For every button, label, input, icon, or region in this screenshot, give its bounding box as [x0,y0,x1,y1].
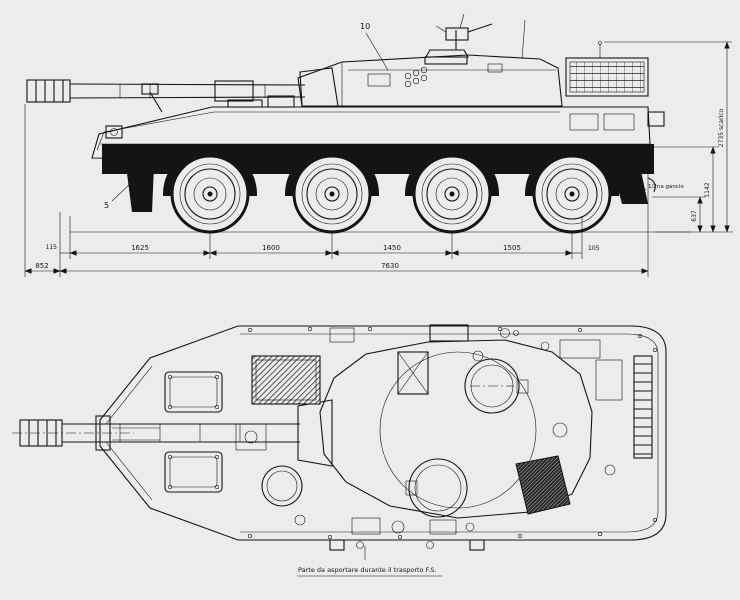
hull-plan-outline [99,325,667,541]
dim-1505: 1505 [503,244,521,252]
dim-852: 852 [35,262,48,270]
sight-housing [397,351,429,395]
rear-fittings [515,355,653,515]
driver-hatch [261,465,303,507]
exhaust [647,111,665,127]
wheels [170,154,612,234]
dim-105: 105 [588,245,600,252]
stowage-basket-plan [633,355,653,459]
gunner-hatch [405,458,468,518]
gun-barrel-plan [19,419,300,447]
wheel-2 [292,154,372,234]
engine-grille [251,355,321,405]
gun-barrel-side [26,79,306,103]
dim-637: 637 [691,210,698,222]
bottom-edge-fittings [294,514,485,551]
plan-view: Parte da asportare durante il trasporto … [12,324,667,577]
dim-7630: 7630 [381,262,399,270]
side-elevation-view: 10 5 [26,13,690,234]
turret-side [297,13,649,107]
turret-plan [297,339,593,519]
driver-periscope [227,99,263,108]
wheel-1 [170,154,250,234]
dim-1142: 1142 [704,182,711,197]
tow-hook [647,177,656,193]
top-edge-fittings [329,324,601,359]
stowage-basket-side [565,57,649,97]
exhaust-grille-plan [515,455,571,515]
dim-115: 115 [46,244,58,251]
callout-turret: 10 [360,22,370,31]
roof-machine-gun [435,13,493,50]
dim-1625: 1625 [131,244,149,252]
rear-mudflap [612,166,648,204]
commander-hatch [464,358,529,414]
dim-1600: 1600 [262,244,280,252]
callout-front: 5 [104,201,109,210]
turret-ring [379,351,537,509]
dim-2735-scarico: 2735 scarico [718,108,725,147]
wheel-3 [412,154,492,234]
mirror-arm [149,91,163,113]
front-mudflap [126,166,154,212]
dimensions: 115 1625 1600 1450 1505 105 852 7630 637… [24,41,733,277]
headlight [105,125,123,139]
bolts [248,326,657,539]
note-text: Parte da asportare durante il trasporto … [298,566,437,574]
mirror [141,83,159,95]
wheel-4 [532,154,612,234]
antenna [521,19,526,60]
front-deck-fittings [112,371,303,507]
transport-note: Parte da asportare durante il trasporto … [297,546,442,577]
dim-1450: 1450 [383,244,401,252]
hook-label: 1/2na gancio [648,184,684,190]
smoke-launchers [404,66,428,88]
